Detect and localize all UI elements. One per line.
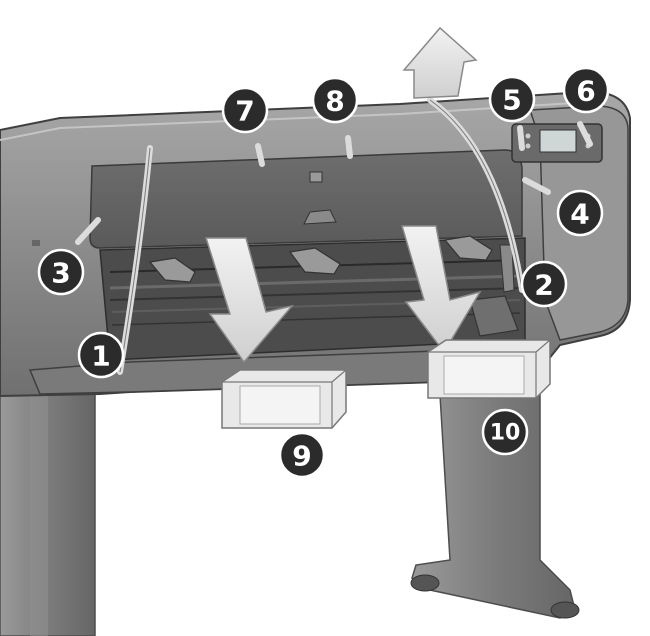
callout-number: 3 xyxy=(51,257,70,290)
tape-6 xyxy=(577,121,593,147)
callout-number: 8 xyxy=(325,85,344,118)
front-panel-display xyxy=(539,129,577,153)
callout-5: 5 xyxy=(488,75,536,123)
callout-number: 1 xyxy=(91,340,110,373)
callout-circle xyxy=(37,248,85,296)
callout-10: 10 xyxy=(481,408,529,456)
callout-3: 3 xyxy=(37,248,85,296)
callout-circle xyxy=(556,189,604,237)
callout-circle xyxy=(278,431,326,479)
callout-number: 5 xyxy=(502,84,521,117)
down-arrow-right xyxy=(400,225,482,354)
callout-7: 7 xyxy=(221,86,269,134)
callout-1: 1 xyxy=(77,331,125,379)
callout-number: 7 xyxy=(235,95,254,128)
callout-8: 8 xyxy=(311,76,359,124)
foam-block-right xyxy=(427,339,551,399)
foam-block-left xyxy=(221,369,347,429)
callout-4: 4 xyxy=(556,189,604,237)
down-arrow-left xyxy=(204,237,295,364)
callout-number: 6 xyxy=(576,75,595,108)
printer-stand xyxy=(0,389,580,636)
callout-9: 9 xyxy=(278,431,326,479)
callouts: 1 2 3 4 5 6 7 8 9 10 xyxy=(37,66,610,479)
tape-5 xyxy=(517,125,525,151)
tape-8 xyxy=(345,135,353,159)
callout-circle xyxy=(520,260,568,308)
callout-number: 10 xyxy=(490,421,521,446)
callout-circle xyxy=(311,76,359,124)
callout-circle xyxy=(488,75,536,123)
callout-6: 6 xyxy=(562,66,610,114)
lift-arrow xyxy=(402,26,478,99)
tape-3 xyxy=(75,217,101,245)
callout-circle xyxy=(77,331,125,379)
callout-2: 2 xyxy=(520,260,568,308)
callout-number: 2 xyxy=(534,269,553,302)
callout-number: 9 xyxy=(292,440,311,473)
callout-circle xyxy=(221,86,269,134)
tape-4 xyxy=(522,177,551,195)
callout-circle xyxy=(481,408,529,456)
callout-number: 4 xyxy=(570,198,589,231)
tape-7 xyxy=(255,143,265,167)
callout-circle xyxy=(562,66,610,114)
